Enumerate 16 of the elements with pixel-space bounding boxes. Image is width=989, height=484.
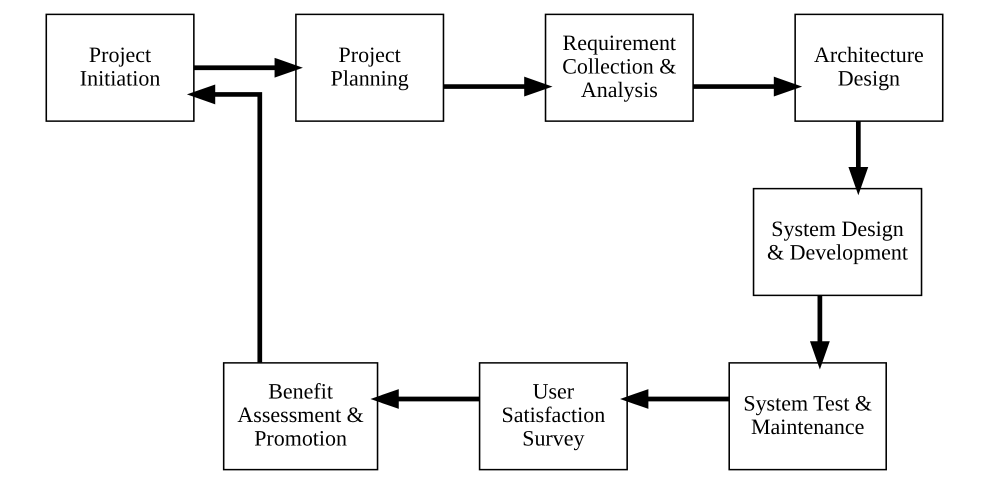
- node-box: Project Planning: [295, 14, 444, 122]
- node-box: Requirement Collection & Analysis: [544, 14, 694, 122]
- arrow: [694, 76, 802, 96]
- arrow: [810, 296, 830, 370]
- node-box: System Test & Maintenance: [728, 362, 887, 470]
- arrow: [370, 389, 480, 409]
- node-box: Benefit Assessment & Promotion: [222, 362, 378, 470]
- arrow: [620, 389, 729, 409]
- arrow: [186, 84, 262, 362]
- arrow: [848, 121, 868, 196]
- arrow: [444, 76, 552, 96]
- node-box: User Satisfaction Survey: [478, 362, 628, 470]
- arrow: [194, 58, 303, 78]
- node-box: Project Initiation: [46, 14, 195, 122]
- node-box: System Design & Development: [752, 188, 922, 296]
- node-box: Architecture Design: [794, 14, 944, 122]
